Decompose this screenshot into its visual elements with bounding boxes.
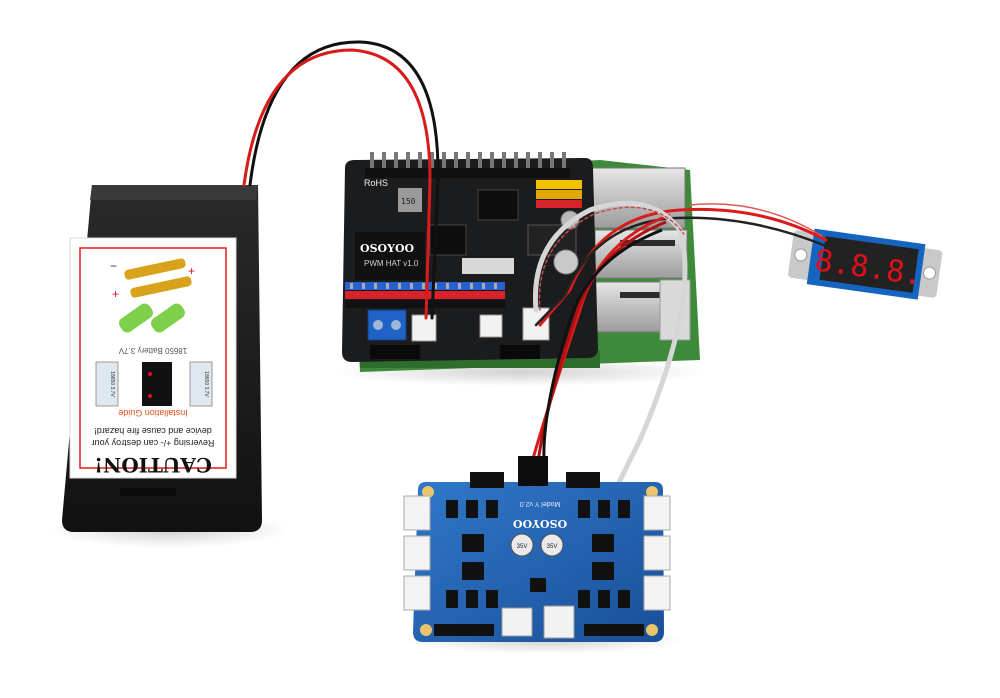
capacitor-label-2: 35V	[547, 544, 558, 550]
motor-driver-board: OSOYOO Model Y v2.0 35V 35V	[403, 456, 671, 642]
i2c-input-connector	[543, 605, 575, 639]
minus-sign: −	[110, 259, 117, 273]
voltmeter-module: 8.8.8.	[788, 228, 943, 300]
battery-illustration: + + −	[110, 258, 195, 333]
power-input-header	[518, 456, 548, 486]
motor-board-brand: OSOYOO	[513, 517, 568, 530]
plus-sign-2: +	[188, 264, 195, 278]
driver-chips	[446, 500, 630, 608]
hat-brand-label: OSOYOO	[360, 242, 415, 255]
battery-box: CAUTION! Reversing +/- can destroy your …	[62, 185, 262, 532]
cell-label-right: 18650 3.7V	[203, 371, 209, 397]
battery-type-label: 18650 Battery 3.7V	[118, 346, 187, 355]
motor-connectors	[403, 495, 671, 611]
motor-board-model: Model Y v2.0	[520, 500, 561, 507]
rohs-label: RoHS	[364, 178, 388, 188]
capacitor-label-1: 35V	[517, 544, 528, 550]
caution-title: CAUTION!	[94, 453, 212, 477]
installation-diagram: 18650 3.7V 18650 3.7V	[95, 361, 213, 407]
warning-line-1: Reversing +/- can destroy your	[92, 438, 215, 448]
voltmeter-wires	[534, 203, 828, 327]
battery-label-sticker: CAUTION! Reversing +/- can destroy your …	[69, 237, 237, 479]
install-guide-label: Installation Guide	[118, 408, 188, 418]
battery-wires	[242, 40, 440, 320]
yellow-pin-header	[536, 180, 582, 208]
warning-line-2: device and cause fire hazard!	[94, 426, 212, 436]
pwm-hat-board: RoHS 150 OSOYOO PWM HAT v1.0	[342, 152, 598, 362]
regulator-chip-label: 150	[401, 197, 416, 206]
plus-sign: +	[112, 287, 119, 301]
motor-power-ribbon	[530, 213, 671, 463]
gpio-header	[370, 152, 566, 174]
hat-model-label: PWM HAT v1.0	[364, 259, 419, 268]
i2c-connector	[522, 307, 550, 341]
cell-label-left: 18650 3.7V	[109, 371, 115, 397]
